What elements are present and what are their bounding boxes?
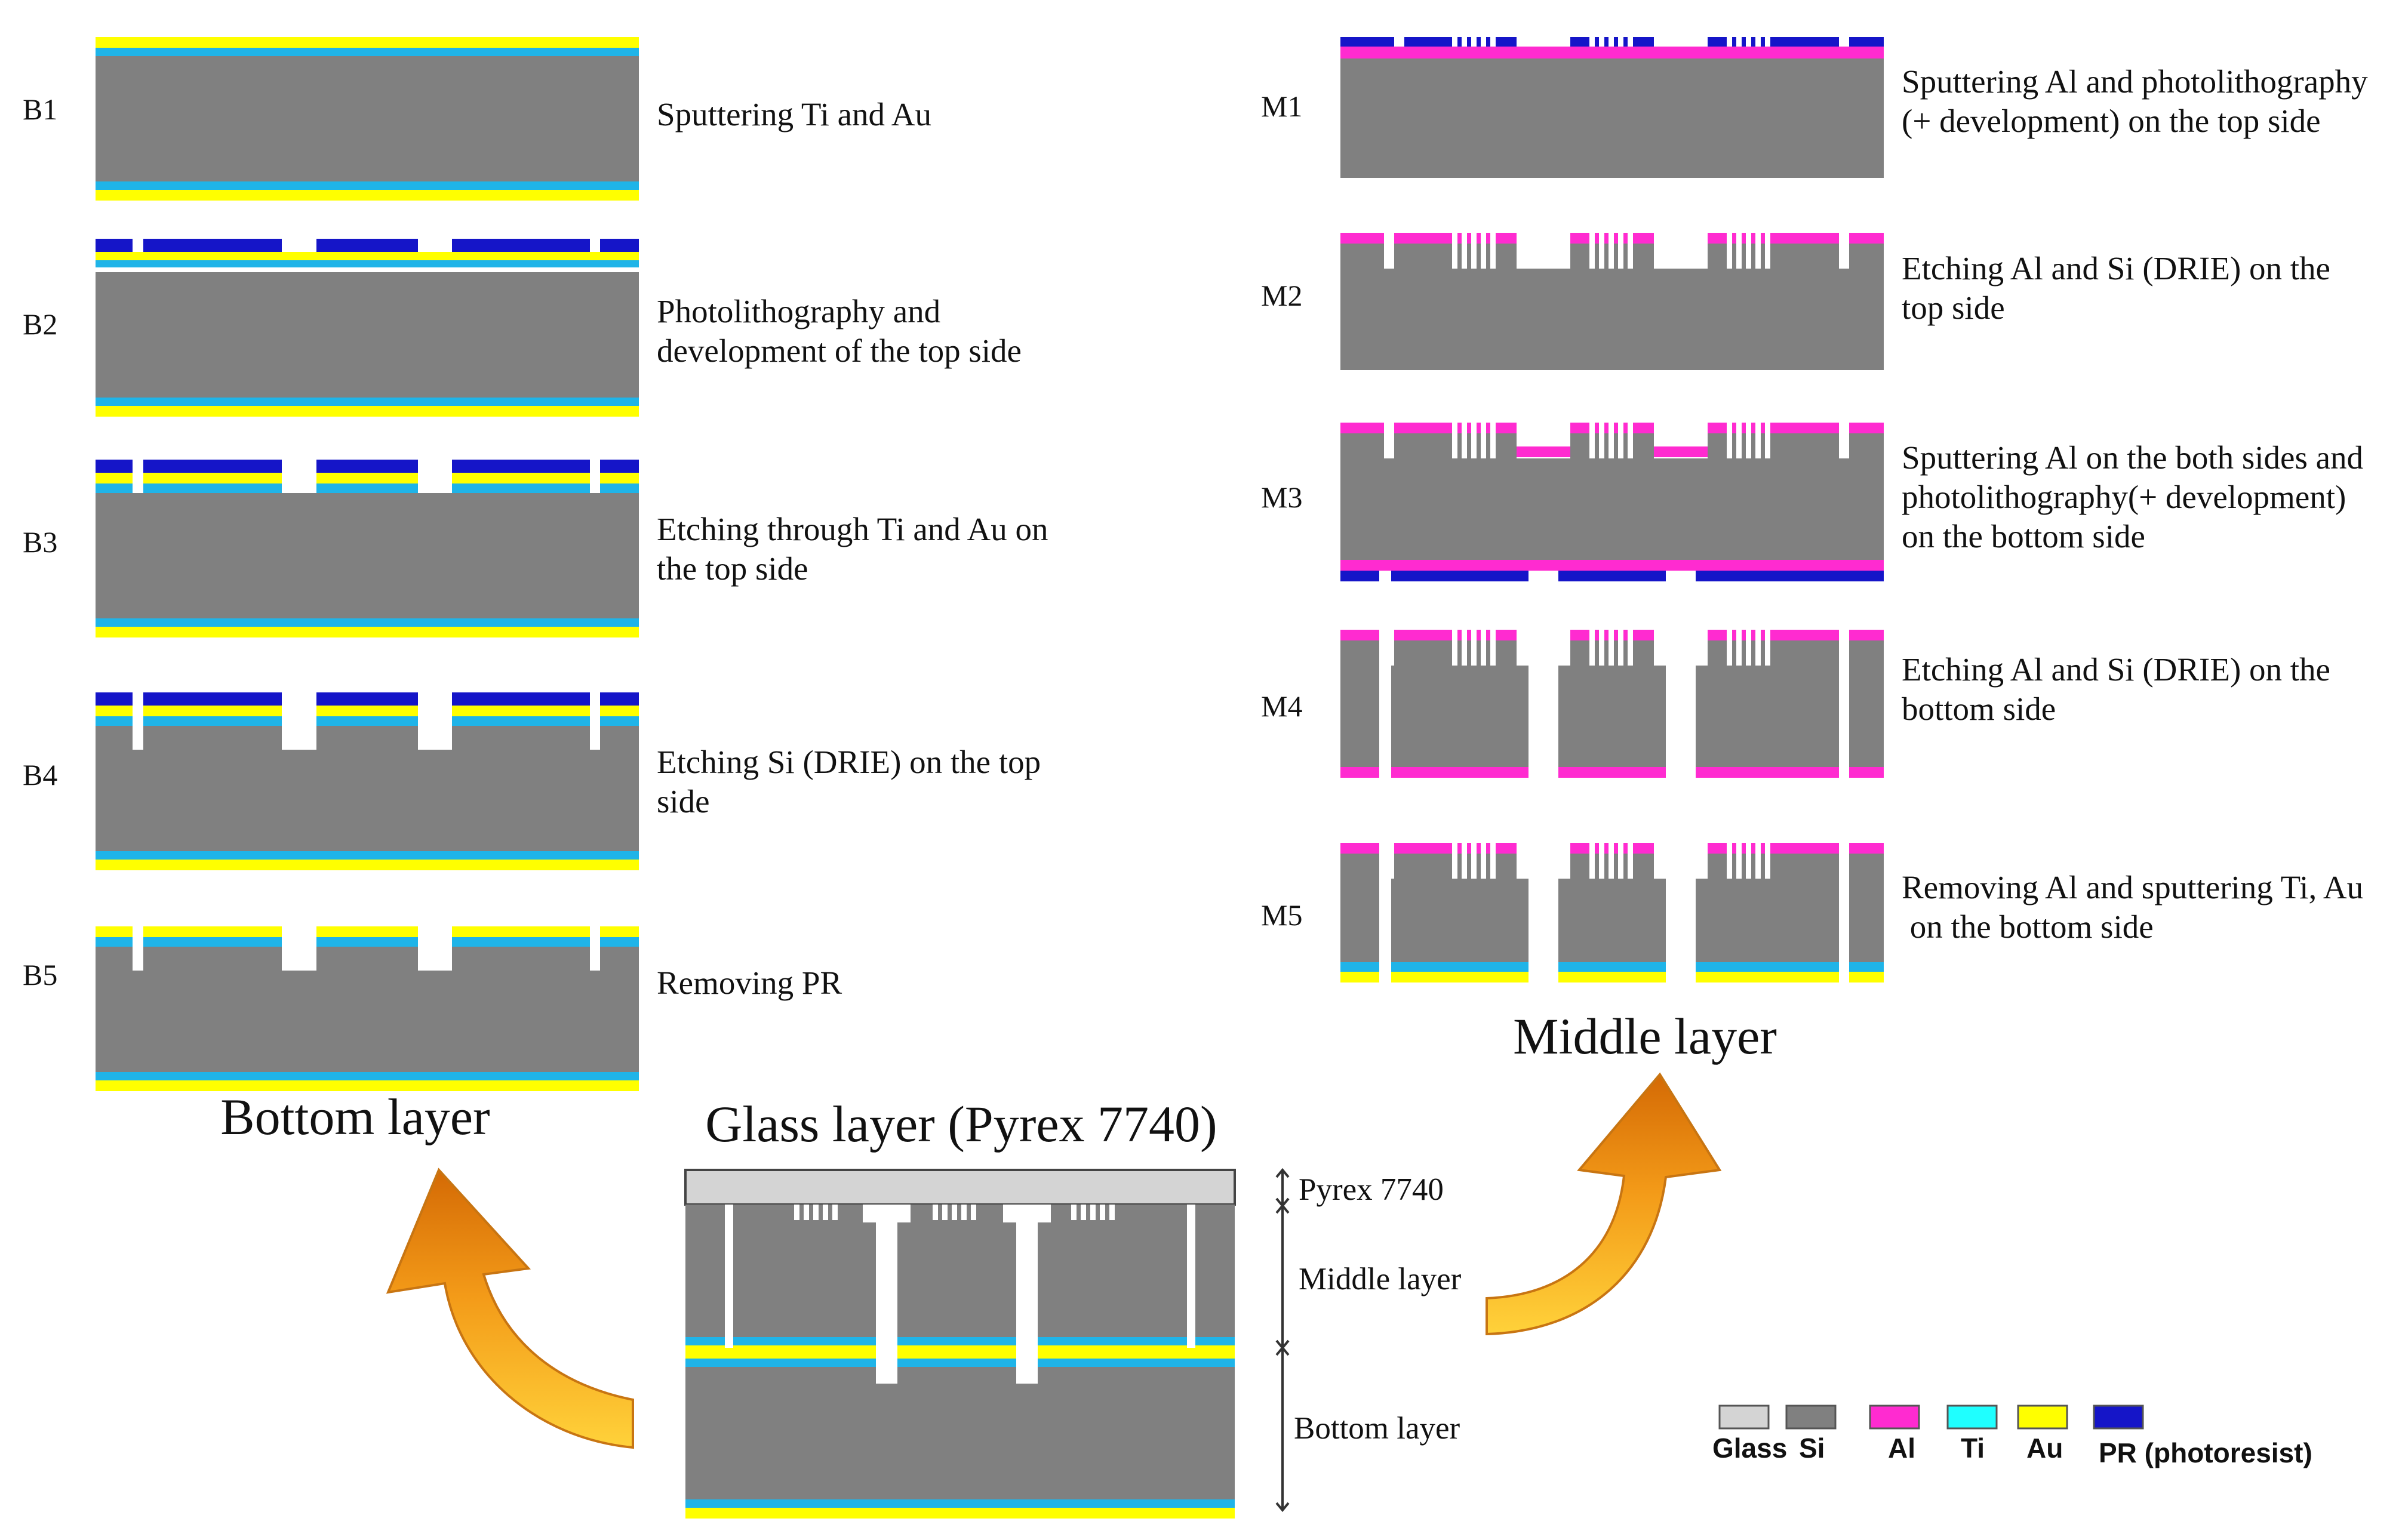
step-caption-m5: Removing Al and sputtering Ti, Au on the… (1902, 869, 2363, 945)
step-label-b5: B5 (23, 958, 57, 991)
legend-swatch-al (1869, 1405, 1920, 1430)
wafer-assembly (684, 1169, 1236, 1519)
legend-swatch-au (2017, 1405, 2068, 1430)
wafer-m3 (1340, 423, 1884, 581)
legend-label-ti: Ti (1961, 1433, 1985, 1464)
legend-label-au: Au (2026, 1433, 2063, 1464)
step-label-m5: M5 (1261, 898, 1302, 932)
wafer-m4 (1340, 630, 1884, 779)
legend-swatch-si (1785, 1405, 1837, 1430)
wafer-b5 (96, 913, 639, 1091)
wafer-b3 (96, 460, 639, 637)
step-label-m4: M4 (1261, 689, 1302, 723)
step-label-b4: B4 (23, 758, 57, 791)
glass-layer-title: Glass layer (Pyrex 7740) (705, 1095, 1217, 1153)
step-label-m1: M1 (1261, 90, 1302, 123)
wafer-m1 (1340, 37, 1884, 178)
side-label-brackets (1275, 1168, 1290, 1513)
step-caption-b5: Removing PR (657, 965, 842, 1001)
step-caption-b1: Sputtering Ti and Au (657, 96, 931, 133)
legend-label-pr: PR (photoresist) (2099, 1437, 2312, 1468)
legend: Glass Si Al Ti Au PR (photoresist) (1712, 1405, 2312, 1468)
step-label-b3: B3 (23, 525, 57, 559)
legend-label-si: Si (1799, 1433, 1825, 1464)
wafer-m2 (1340, 233, 1884, 370)
wafer-m5 (1340, 843, 1884, 982)
step-caption-m1: Sputtering Al and photolithography(+ dev… (1902, 63, 2368, 139)
legend-swatch-pr (2093, 1405, 2144, 1430)
legend-swatch-glass (1718, 1405, 1770, 1430)
side-label-middle-layer: Middle layer (1299, 1262, 1462, 1296)
side-label-pyrex: Pyrex 7740 (1299, 1172, 1444, 1207)
cross-sections (96, 37, 1884, 1519)
wafer-b4 (96, 692, 639, 870)
wafer-b2 (96, 239, 639, 417)
middle-layer-title: Middle layer (1513, 1008, 1777, 1065)
wafer-b1 (96, 37, 639, 201)
legend-swatch-ti (1946, 1405, 1998, 1430)
step-label-m2: M2 (1261, 279, 1302, 312)
arrow-to-bottom-layer (386, 1168, 634, 1449)
side-label-bottom-layer: Bottom layer (1294, 1411, 1460, 1446)
arrow-to-middle-layer (1486, 1072, 1722, 1336)
legend-label-glass: Glass (1712, 1433, 1787, 1464)
bottom-layer-title: Bottom layer (220, 1088, 490, 1145)
legend-label-al: Al (1888, 1433, 1915, 1464)
step-label-b2: B2 (23, 307, 57, 341)
step-label-b1: B1 (23, 93, 57, 126)
step-label-m3: M3 (1261, 481, 1302, 514)
